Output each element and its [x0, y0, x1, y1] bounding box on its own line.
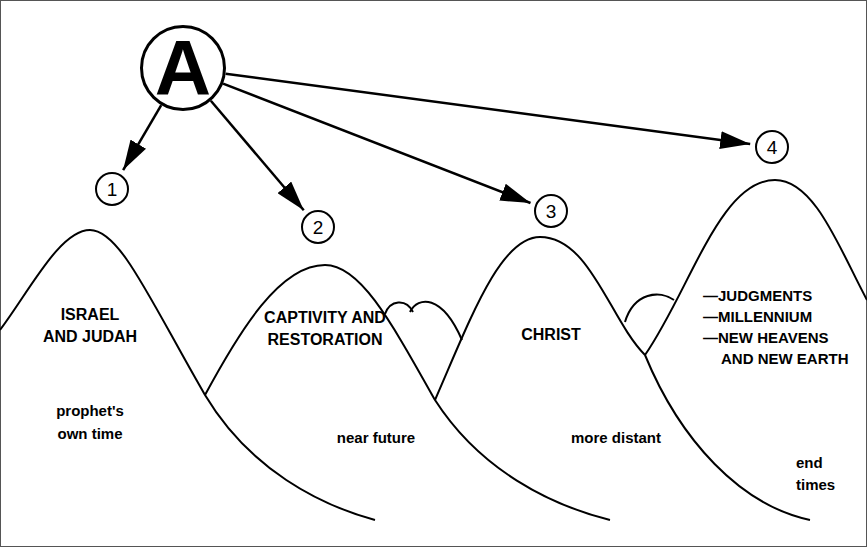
text-slot: prophet's own time	[42, 399, 138, 445]
text-slot: end times	[796, 452, 862, 496]
callout-number: 2	[313, 218, 324, 237]
callout-circle: 2	[301, 210, 335, 244]
mountain-heading: CAPTIVITY AND RESTORATION	[258, 307, 392, 351]
mountain-heading: CHRIST	[496, 324, 606, 346]
mountain-heading: ISRAEL AND JUDAH	[42, 304, 138, 348]
hill-outline	[385, 302, 413, 314]
circle-outline	[756, 131, 788, 163]
circle-outline	[535, 195, 567, 227]
arrow-connector	[223, 84, 530, 203]
mountain-outline	[0, 230, 375, 520]
mountain-outline	[430, 232, 815, 525]
text-slot: more distant	[558, 427, 674, 449]
event-item: —NEW HEAVENS AND NEW EARTH	[703, 327, 855, 369]
circle-outline	[96, 173, 128, 205]
era-label: prophet's own time	[42, 399, 138, 445]
era-label: end times	[796, 452, 862, 496]
mountain-outline	[0, 225, 382, 525]
circle-letter: A	[155, 29, 211, 107]
text-slot: CAPTIVITY AND RESTORATION	[258, 307, 392, 351]
text-slot: near future	[320, 427, 432, 449]
source-circle: A	[140, 25, 226, 111]
arrow-connector	[226, 74, 751, 144]
callout-circle: 3	[534, 194, 568, 228]
text-slot: CHRIST	[496, 324, 606, 346]
mountain-peak: ISRAEL AND JUDAH prophet's own time	[0, 225, 382, 525]
callout-number: 1	[107, 180, 118, 199]
event-item: —JUDGMENTS	[703, 285, 855, 306]
text-slot: ISRAEL AND JUDAH	[42, 304, 138, 348]
event-item: —MILLENNIUM	[703, 306, 855, 327]
arrow-connector	[123, 105, 161, 170]
mountain-peak: CAPTIVITY AND RESTORATION near future	[200, 260, 615, 525]
mountain-peak: —JUDGMENTS—MILLENNIUM—NEW HEAVENS AND NE…	[640, 175, 867, 525]
hill-outline	[410, 302, 462, 340]
text-slot: —JUDGMENTS—MILLENNIUM—NEW HEAVENS AND NE…	[703, 285, 855, 369]
circle-outline	[302, 211, 334, 243]
mountain-outline	[645, 180, 867, 355]
mountain-outline	[200, 260, 615, 525]
era-label: near future	[320, 427, 432, 449]
era-label: more distant	[558, 427, 674, 449]
mountain-outline	[435, 237, 810, 520]
callout-circle: 1	[95, 172, 129, 206]
callout-circle: 4	[755, 130, 789, 164]
mountain-outline	[205, 265, 610, 520]
arrow-connector	[211, 101, 304, 210]
callout-number: 4	[767, 138, 778, 157]
mountain-peak: CHRIST more distant	[430, 232, 815, 525]
circle-outline	[142, 27, 225, 110]
callout-number: 3	[546, 202, 557, 221]
